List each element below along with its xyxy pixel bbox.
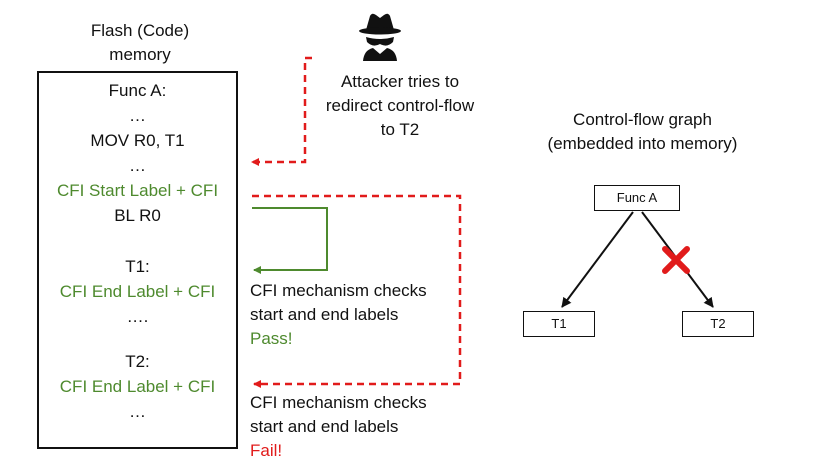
- check-fail-result: Fail!: [250, 441, 283, 460]
- mem-line-dots-1: …: [129, 106, 146, 125]
- check-pass-line2: start and end labels: [250, 305, 399, 324]
- cfg-node-func-a-label: Func A: [616, 190, 658, 205]
- fail-check-arrow: [252, 194, 462, 388]
- mem-line-dots-3: ….: [126, 307, 149, 326]
- memory-title: Flash (Code) memory: [60, 19, 220, 67]
- check-pass-line1: CFI mechanism checks: [250, 281, 427, 300]
- mem-line-cfi-start: CFI Start Label + CFI: [56, 181, 219, 200]
- memory-box: [37, 71, 238, 449]
- pass-check-arrow: [252, 207, 328, 274]
- attacker-line1: Attacker tries to: [340, 72, 460, 91]
- check-pass-text: CFI mechanism checks start and end label…: [250, 279, 427, 351]
- cfg-node-t2: T2: [682, 311, 754, 337]
- cfg-node-t2-label: T2: [710, 316, 726, 331]
- cfg-title-line1: Control-flow graph: [573, 110, 712, 129]
- mem-line-mov: MOV R0, T1: [90, 131, 185, 150]
- spy-icon: [359, 13, 401, 61]
- cfg-node-func-a: Func A: [594, 185, 680, 211]
- cfg-node-t1: T1: [523, 311, 595, 337]
- attacker-redirect-arrow: [251, 56, 312, 166]
- mem-line-t1: T1:: [125, 257, 150, 276]
- blocked-x-icon: [662, 246, 690, 274]
- cfg-title-line2: (embedded into memory): [547, 134, 738, 153]
- mem-line-dots-2: …: [129, 156, 146, 175]
- mem-line-t2: T2:: [125, 352, 150, 371]
- cfg-node-t1-label: T1: [551, 316, 567, 331]
- mem-line-func-a: Func A:: [108, 81, 167, 100]
- check-fail-line2: start and end labels: [250, 417, 399, 436]
- mem-line-cfi-end-2: CFI End Label + CFI: [59, 377, 216, 396]
- memory-title-line2: memory: [109, 45, 171, 64]
- attacker-line2: redirect control-flow: [325, 96, 475, 115]
- mem-line-dots-4: …: [129, 402, 146, 421]
- check-pass-result: Pass!: [250, 329, 293, 348]
- memory-title-line1: Flash (Code): [90, 21, 190, 40]
- cfg-edge-func-a-t1: [561, 211, 634, 308]
- check-fail-line1: CFI mechanism checks: [250, 393, 427, 412]
- attacker-text: Attacker tries to redirect control-flow …: [300, 70, 500, 142]
- mem-line-bl: BL R0: [114, 206, 161, 225]
- mem-line-cfi-end-1: CFI End Label + CFI: [59, 282, 216, 301]
- check-fail-text: CFI mechanism checks start and end label…: [250, 391, 427, 463]
- cfg-title: Control-flow graph (embedded into memory…: [520, 108, 765, 156]
- attacker-line3: to T2: [380, 120, 420, 139]
